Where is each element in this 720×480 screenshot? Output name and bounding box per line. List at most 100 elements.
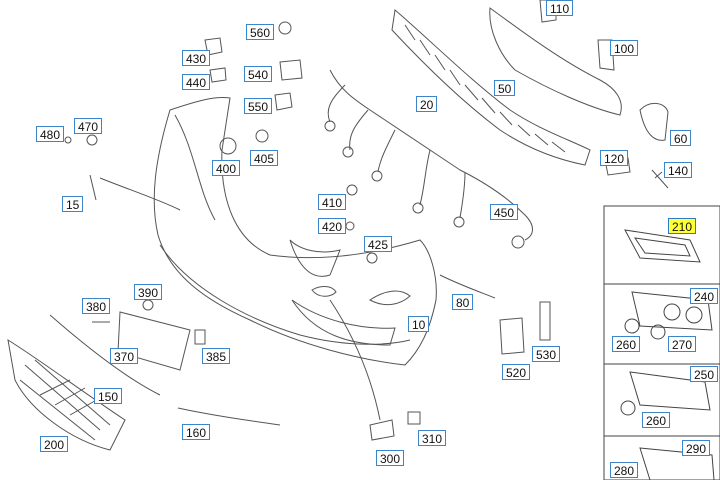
side-bracket [639,103,669,141]
fog-trim-210-inner [633,237,691,257]
callout-210[interactable]: 210 [668,218,697,234]
callout-10[interactable]: 10 [408,316,430,332]
callout-100[interactable]: 100 [610,40,639,56]
callout-50[interactable]: 50 [494,80,516,96]
clip-425 [366,252,378,264]
bracket-530 [539,301,551,341]
callout-380[interactable]: 380 [82,298,111,314]
fog-grille-250 [629,371,711,411]
callout-400[interactable]: 400 [212,160,241,176]
callout-200[interactable]: 200 [40,436,69,452]
fog-grille-240 [631,291,713,331]
callout-550[interactable]: 550 [244,98,273,114]
sensor-520 [499,317,525,355]
callout-405[interactable]: 405 [250,150,279,166]
grille-200-mesh [19,359,111,441]
harness-connector [511,235,525,249]
clip-470 [86,134,98,146]
harness-branch-1 [327,84,346,123]
harness-branch-3 [377,129,396,173]
callout-270[interactable]: 270 [668,336,697,352]
harness-branch-5 [459,171,466,219]
impact-absorber-ribs [404,24,566,153]
callout-290[interactable]: 290 [682,440,711,456]
fog-trim-210 [624,229,701,263]
sensor-540 [279,59,303,81]
callout-160[interactable]: 160 [182,424,211,440]
callout-80[interactable]: 80 [452,294,474,310]
screw-560 [278,21,292,35]
harness-connector [342,146,354,158]
harness-connector [324,120,336,132]
callout-140[interactable]: 140 [664,162,693,178]
callout-300[interactable]: 300 [376,450,405,466]
harness-branch-2 [349,109,369,151]
harness-branch-4 [419,149,431,206]
harness-connector [453,216,465,228]
callout-450[interactable]: 450 [490,204,519,220]
fog-ring [663,303,681,321]
fog-ring [685,306,703,324]
callout-150[interactable]: 150 [94,388,123,404]
bumper-cover [153,97,437,366]
license-plate-bracket-370 [117,311,191,371]
callout-425[interactable]: 425 [364,236,393,252]
callout-560[interactable]: 560 [246,24,275,40]
callout-370[interactable]: 370 [110,348,139,364]
fog-ring-260b [620,400,636,416]
bumper-grille-opening [291,299,396,346]
bolt-400 [219,137,237,155]
reinforcement-beam [489,7,622,116]
callout-120[interactable]: 120 [600,150,629,166]
callout-250[interactable]: 250 [690,366,719,382]
callout-480[interactable]: 480 [36,126,65,142]
screw-480 [64,136,72,144]
harness-connector [412,202,424,214]
trim-150 [49,314,161,396]
cap-300 [369,419,395,441]
clip-390 [142,299,154,311]
callout-110[interactable]: 110 [546,0,574,16]
callout-530[interactable]: 530 [532,346,561,362]
fog-ring-270 [650,324,666,340]
callout-240[interactable]: 240 [690,288,719,304]
screw-140 [651,169,669,189]
cable-300 [329,299,381,421]
harness-connector [371,170,383,182]
clip-310 [407,411,421,425]
beam-bracket [597,39,615,71]
callout-430[interactable]: 430 [182,50,211,66]
bumper-side-vent [289,239,341,277]
callout-410[interactable]: 410 [318,194,347,210]
callout-390[interactable]: 390 [134,284,163,300]
clip-385 [194,329,206,345]
callout-540[interactable]: 540 [244,66,273,82]
callout-440[interactable]: 440 [182,74,211,90]
callout-15[interactable]: 15 [62,196,84,212]
callout-310[interactable]: 310 [418,430,447,446]
callout-260[interactable]: 260 [612,336,641,352]
callout-470[interactable]: 470 [74,118,103,134]
callout-420[interactable]: 420 [318,218,347,234]
callout-280[interactable]: 280 [610,462,639,478]
callout-60[interactable]: 60 [670,130,692,146]
callout-260b[interactable]: 260 [642,412,671,428]
variant-panel-1 [603,205,720,285]
trim-160 [177,407,281,426]
bumper-upper-lip [174,114,216,221]
callout-20[interactable]: 20 [416,96,438,112]
screw-410 [346,184,358,196]
screw-405 [255,129,269,143]
clip-420 [345,221,355,231]
rod-15 [89,174,181,211]
bumper-sensor-hole [311,286,337,297]
variant-panel-4 [603,435,720,480]
callout-385[interactable]: 385 [202,348,231,364]
callout-520[interactable]: 520 [502,364,531,380]
fog-ring-260 [624,318,640,334]
bumper-fog-recess [369,290,411,306]
beam-end-bracket [539,0,557,23]
bumper-lower-edge [159,244,411,345]
impact-absorber [391,9,591,166]
